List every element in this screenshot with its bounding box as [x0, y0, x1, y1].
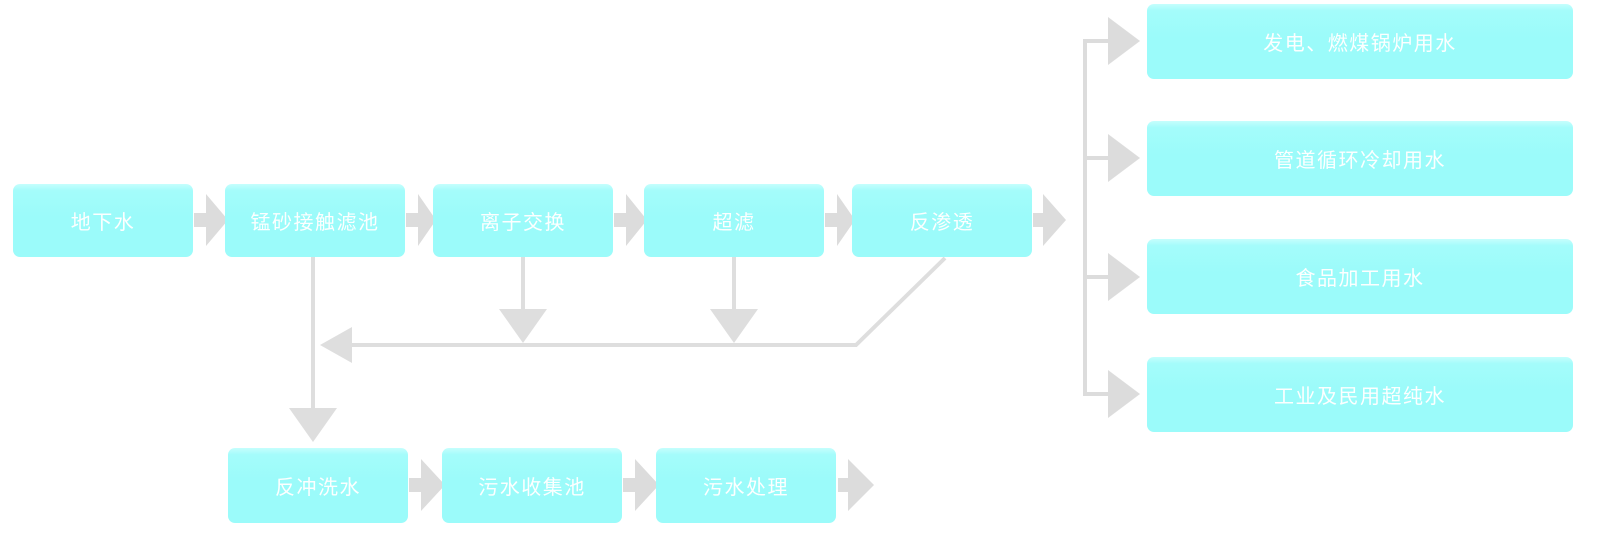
node-manganese-sand-filter: 锰砂接触滤池: [225, 184, 405, 257]
node-label: 锰砂接触滤池: [250, 212, 380, 234]
arrow-treatment-out: [838, 459, 874, 511]
arrow-groundwater-to-filter: [194, 194, 228, 246]
arrow-down-to-backwash: [289, 408, 337, 442]
arrow-to-power-boiler-water: [1108, 17, 1140, 65]
node-ultrapure-water: 工业及民用超纯水: [1147, 357, 1573, 432]
node-label: 污水处理: [703, 477, 789, 499]
waste-collector-lines: [311, 256, 947, 410]
output-branch-lines: [1083, 39, 1110, 396]
arrow-down-ultrafiltration: [710, 309, 758, 343]
arrow-reverse-osmosis-out: [1033, 194, 1066, 246]
branch-trunk-line: [1083, 39, 1110, 396]
node-power-boiler-water: 发电、燃煤锅炉用水: [1147, 4, 1573, 79]
arrow-down-ion-exchange: [499, 309, 547, 343]
node-label: 反冲洗水: [275, 477, 361, 499]
arrow-to-ultrapure-water: [1108, 370, 1140, 418]
node-label: 离子交换: [480, 212, 566, 234]
node-ultrafiltration: 超滤: [644, 184, 824, 257]
node-label: 地下水: [70, 212, 136, 234]
arrow-ion-exchange-to-ultrafiltration: [614, 194, 647, 246]
waste-flow-arrows: [409, 459, 874, 511]
arrow-left-to-filter-line: [320, 327, 352, 363]
node-sewage-collection: 污水收集池: [442, 448, 622, 523]
node-label: 发电、燃煤锅炉用水: [1263, 33, 1457, 55]
node-label: 工业及民用超纯水: [1274, 386, 1446, 408]
arrow-collection-to-treatment: [623, 459, 659, 511]
arrow-ultrafiltration-to-reverse-osmosis: [825, 194, 855, 246]
node-label: 超滤: [712, 212, 756, 234]
output-branch-arrowheads: [1108, 17, 1140, 418]
node-label: 污水收集池: [478, 477, 586, 499]
node-sewage-treatment: 污水处理: [656, 448, 836, 523]
node-groundwater: 地下水: [13, 184, 193, 257]
arrow-backwash-to-collection: [409, 459, 445, 511]
main-flow-arrows: [194, 194, 1066, 246]
node-backwash-water: 反冲洗水: [228, 448, 408, 523]
collector-line: [352, 256, 947, 347]
node-label: 食品加工用水: [1295, 268, 1425, 290]
node-food-processing-water: 食品加工用水: [1147, 239, 1573, 314]
waste-collector-arrowheads: [289, 309, 758, 442]
node-label: 管道循环冷却用水: [1274, 150, 1446, 172]
node-ion-exchange: 离子交换: [433, 184, 613, 257]
node-label: 反渗透: [909, 212, 975, 234]
node-pipeline-cooling-water: 管道循环冷却用水: [1147, 121, 1573, 196]
arrow-to-food-processing-water: [1108, 253, 1140, 301]
arrow-to-pipeline-cooling-water: [1108, 134, 1140, 182]
arrow-filter-to-ion-exchange: [406, 194, 436, 246]
node-reverse-osmosis: 反渗透: [852, 184, 1032, 257]
